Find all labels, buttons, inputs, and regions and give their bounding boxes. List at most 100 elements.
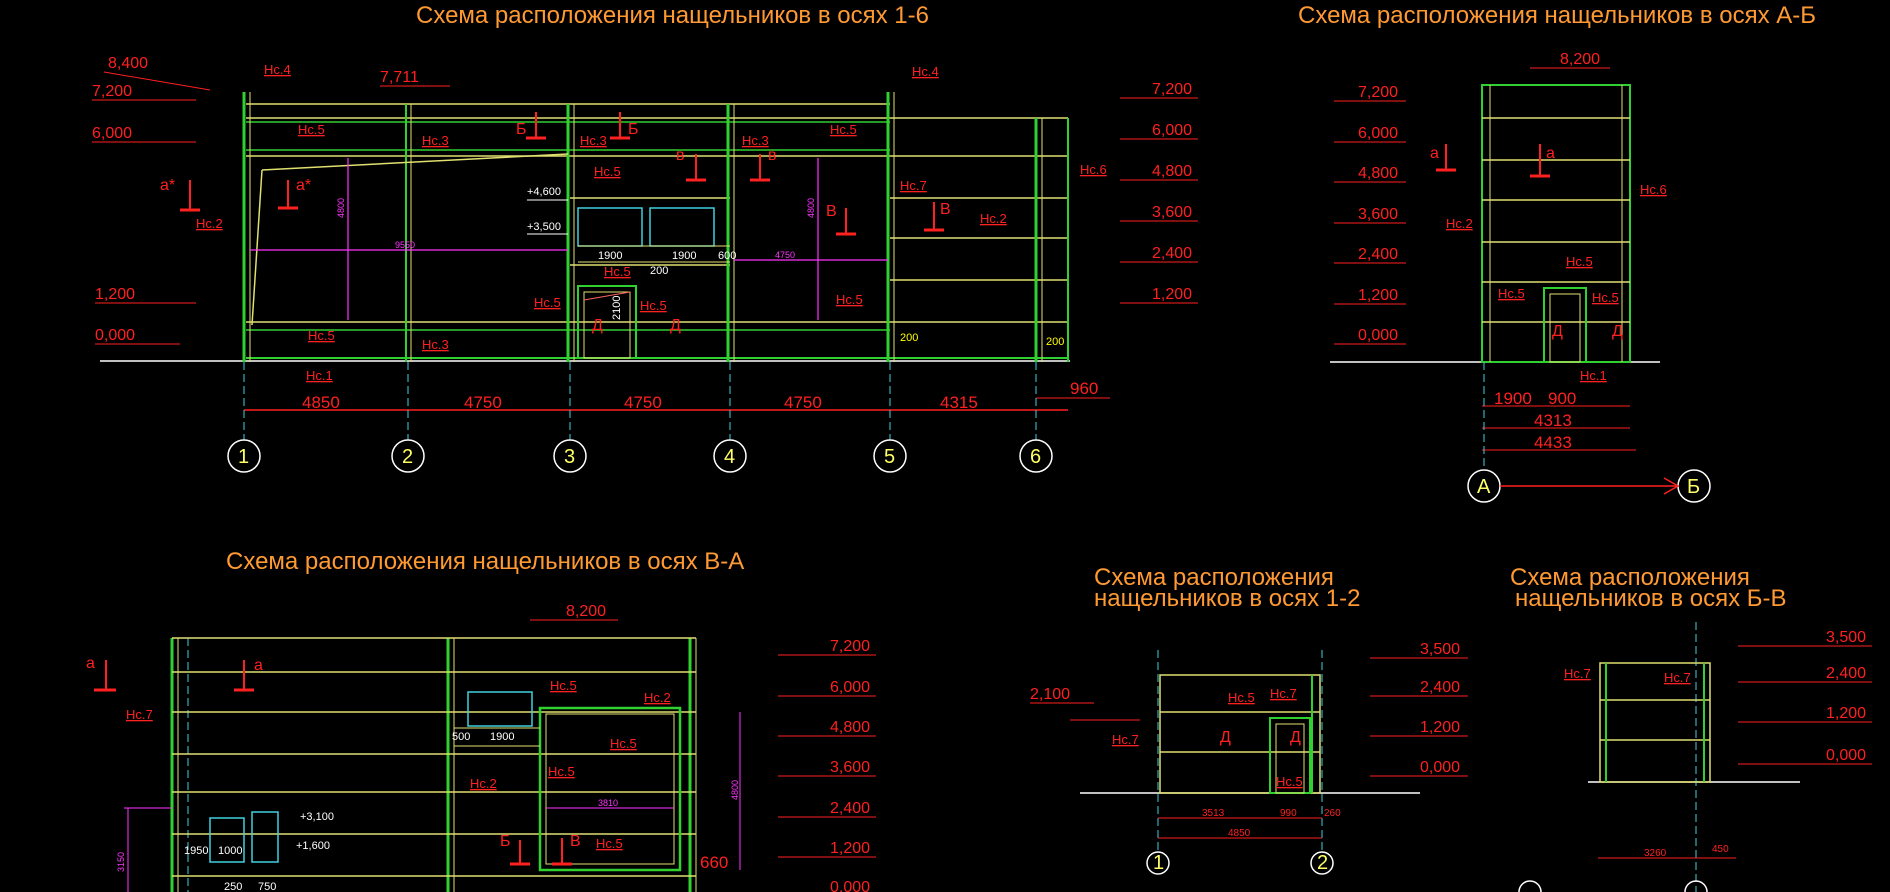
ab-elev-top: 8,200 [1560,51,1600,68]
axis-2: 2 [402,446,413,468]
va-dim-250: 250 [224,881,242,892]
mark-v-b: в [768,147,777,164]
span-1-2: 4850 [302,393,340,412]
title-axes-1-2-line2: нащельников в осях 1-2 [1094,585,1360,612]
axis-6: 6 [1030,446,1041,468]
span-extra-960: 960 [1070,379,1098,398]
label-nc6: Нс.6 [1080,162,1107,177]
elev-7711: 7,711 [380,69,419,86]
axis-4: 4 [724,446,735,468]
label-nc5-b: Нс.5 [830,122,857,137]
label-nc5-f: Нс.5 [640,298,667,313]
ab-dim-1900: 1900 [1494,389,1532,408]
mark-d-a: Д [592,317,603,334]
va-label-nc5-c: Нс.5 [548,764,575,779]
axis-5: 5 [884,446,895,468]
elev-7200: 7,200 [92,83,132,100]
dim-1900-b: 1900 [672,250,696,262]
p12-label-nc5-b: Нс.5 [1276,774,1303,789]
title-axes-1-6: Схема расположения нащельников в осях 1-… [416,2,929,29]
ab-axis-a: А [1477,476,1491,498]
va-label-nc2-a: Нс.2 [644,690,671,705]
span-4-5: 4750 [784,393,822,412]
title-axes-b-v-line2: нащельников в осях Б-В [1515,585,1787,612]
ab-elev-0000: 0,000 [1358,327,1398,344]
mark-a-star-b: а* [296,177,311,194]
va-dim-3150: 3150 [116,852,126,872]
va-h-3100: +3,100 [300,811,334,823]
dim-4800-right: 4800 [806,198,816,218]
plan-axes-1-2: 2,100 3,500 2,400 1,200 0,000 Нс.7 Нс.5 … [1030,641,1468,875]
ab-label-nc5-a: Нс.5 [1566,254,1593,269]
label-nc3-b: Нс.3 [580,133,607,148]
p12-dim-990: 990 [1280,808,1297,819]
va-mark-v: В [570,833,581,850]
mark-V-b: В [940,201,951,218]
ab-axis-b: Б [1687,476,1700,498]
va-elev-3600: 3,600 [830,759,870,776]
va-dim-1000: 1000 [218,845,242,857]
label-nc5-a: Нс.5 [298,122,325,137]
span-3-4: 4750 [624,393,662,412]
elev-r-1200: 1,200 [1152,286,1192,303]
va-elev-6000: 6,000 [830,679,870,696]
p12-elev-0000: 0,000 [1420,759,1460,776]
axis-1: 1 [238,446,249,468]
label-nc5-d: Нс.5 [604,264,631,279]
bv-elev-1200: 1,200 [1826,705,1866,722]
title-axes-a-b: Схема расположения нащельников в осях А-… [1298,2,1816,29]
elev-0000: 0,000 [95,327,135,344]
ab-elev-3600: 3,600 [1358,206,1398,223]
label-nc4-b: Нс.4 [912,64,939,79]
va-dim-750: 750 [258,881,276,892]
dim-9550: 9550 [395,240,415,250]
va-dim-1900: 1900 [490,731,514,743]
span-5-6: 4315 [940,393,978,412]
va-dim-1950: 1950 [184,845,208,857]
elev-r-3600: 3,600 [1152,204,1192,221]
label-nc1: Нс.1 [306,368,333,383]
plan-axes-1-6: 9550 4750 4800 4800 1900 1900 600 200 +4… [92,55,1198,473]
plan-axes-v-a: 3810 4800 500 1900 +3,100 +1,600 1950 10… [86,603,876,892]
p12-label-nc5-a: Нс.5 [1228,690,1255,705]
ab-elev-6000: 6,000 [1358,125,1398,142]
p12-elev-2400: 2,400 [1420,679,1460,696]
mark-d-b: Д [670,317,681,334]
va-elev-top: 8,200 [566,603,606,620]
va-label-nc7: Нс.7 [126,707,153,722]
dim-4750-mag: 4750 [775,250,795,260]
dim-4800-left: 4800 [336,198,346,218]
va-label-nc5-d: Нс.5 [596,836,623,851]
va-dim-660: 660 [700,853,728,872]
va-elev-1200: 1,200 [830,840,870,857]
label-nc5-h: Нс.5 [308,328,335,343]
height-3500: +3,500 [527,221,561,233]
ab-dim-900: 900 [1548,389,1576,408]
p12-mark-d-b: Д [1290,729,1301,746]
bv-label-nc7-a: Нс.7 [1564,666,1591,681]
ab-mark-d-b: Д [1612,323,1623,340]
va-label-nc5-b: Нс.5 [610,736,637,751]
va-label-nc2-b: Нс.2 [470,776,497,791]
label-nc4-a: Нс.4 [264,62,291,77]
label-nc2-b: Нс.2 [980,211,1007,226]
va-dim-500: 500 [452,731,470,743]
bv-dim-450: 450 [1712,844,1729,855]
ab-elev-4800: 4,800 [1358,165,1398,182]
elev-r-7200: 7,200 [1152,81,1192,98]
ab-elev-2400: 2,400 [1358,246,1398,263]
p12-elev-1200: 1,200 [1420,719,1460,736]
p12-axis-2: 2 [1317,852,1328,874]
p12-elev-left: 2,100 [1030,686,1070,703]
ab-dim-4313: 4313 [1534,411,1572,430]
va-elev-2400: 2,400 [830,800,870,817]
bv-elev-3500: 3,500 [1826,629,1866,646]
bv-elev-2400: 2,400 [1826,665,1866,682]
elev-8400: 8,400 [108,55,148,72]
label-nc2-a: Нс.2 [196,216,223,231]
va-h-1600: +1,600 [296,840,330,852]
va-dim-4800: 4800 [730,780,740,800]
ab-mark-d-a: Д [1552,323,1563,340]
p12-elev-3500: 3,500 [1420,641,1460,658]
label-nc3-c: Нс.3 [742,133,769,148]
